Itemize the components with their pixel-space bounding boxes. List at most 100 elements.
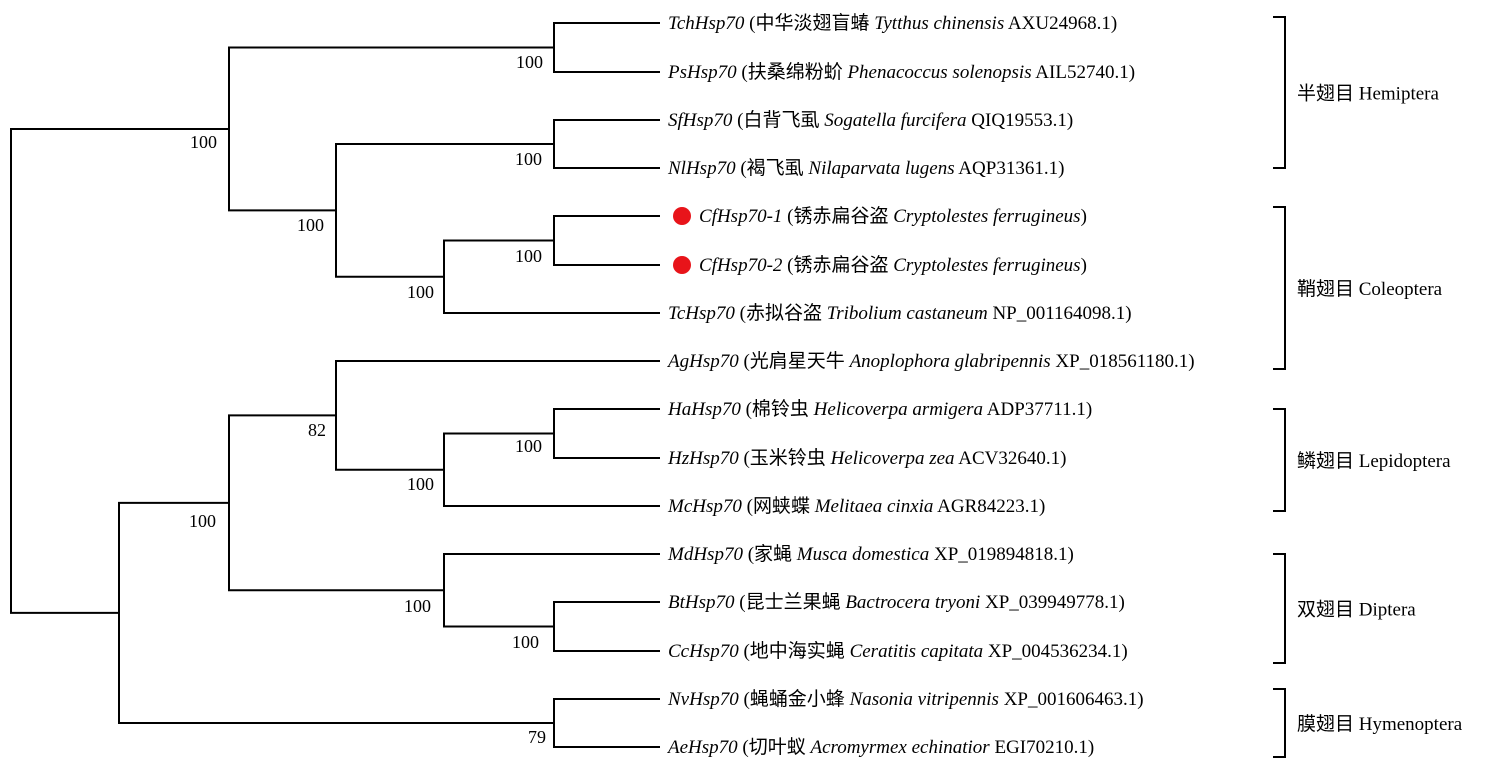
taxon-label: CfHsp70-2 (锈赤扁谷盗 Cryptolestes ferrugineu… xyxy=(699,254,1087,276)
species-name: Bactrocera tryoni xyxy=(845,592,980,613)
bootstrap-value: 100 xyxy=(407,474,434,494)
species-name: Cryptolestes ferrugineus xyxy=(893,206,1080,227)
species-name: Sogatella furcifera xyxy=(824,110,966,131)
gene-name: TcHsp70 xyxy=(668,303,735,324)
species-name: Tribolium castaneum xyxy=(827,303,988,324)
bootstrap-value: 100 xyxy=(190,132,217,152)
bootstrap-value: 100 xyxy=(516,52,543,72)
taxon-label: MdHsp70 (家蝇 Musca domestica XP_019894818… xyxy=(667,543,1074,565)
bootstrap-value: 100 xyxy=(297,215,324,235)
gene-name: PsHsp70 xyxy=(667,62,737,83)
bootstrap-value: 100 xyxy=(404,596,431,616)
species-name: Melitaea cinxia xyxy=(814,496,934,517)
accession: ) xyxy=(1081,206,1087,227)
bootstrap-value: 79 xyxy=(528,727,546,747)
bootstrap-value: 82 xyxy=(308,420,326,440)
taxon-label: PsHsp70 (扶桑绵粉蚧 Phenacoccus solenopsis AI… xyxy=(667,61,1135,83)
branch-n13 xyxy=(553,698,660,748)
bootstrap-value: 100 xyxy=(407,282,434,302)
species-name: Nilaparvata lugens xyxy=(807,158,954,179)
branch-n9 xyxy=(335,360,660,471)
target-gene-dot xyxy=(673,256,691,274)
species-name: Helicoverpa zea xyxy=(830,448,955,469)
species-name: Phenacoccus solenopsis xyxy=(846,62,1031,83)
gene-name: NvHsp70 xyxy=(667,689,739,710)
gene-name: CfHsp70-2 xyxy=(699,255,783,276)
order-bracket xyxy=(1273,688,1286,758)
gene-name: NlHsp70 xyxy=(667,158,736,179)
accession: AXU24968.1) xyxy=(1004,13,1117,34)
taxon-label: BtHsp70 (昆士兰果蝇 Bactrocera tryoni XP_0399… xyxy=(668,591,1125,613)
accession: QIQ19553.1) xyxy=(967,110,1074,131)
order-bracket xyxy=(1273,206,1286,370)
accession: ) xyxy=(1081,255,1087,276)
taxon-label: HaHsp70 (棉铃虫 Helicoverpa armigera ADP377… xyxy=(667,398,1092,420)
taxon-label: SfHsp70 (白背飞虱 Sogatella furcifera QIQ195… xyxy=(668,109,1073,131)
accession: AGR84223.1) xyxy=(933,496,1045,517)
gene-name: AeHsp70 xyxy=(666,737,738,758)
accession: ACV32640.1) xyxy=(955,448,1067,469)
branch-n2 xyxy=(553,119,660,169)
order-bracket xyxy=(1273,553,1286,664)
branch-n8 xyxy=(443,432,660,507)
accession: AQP31361.1) xyxy=(955,158,1065,179)
branch-n1 xyxy=(553,22,660,73)
order-bracket xyxy=(1273,16,1286,169)
branch-n6 xyxy=(228,46,554,212)
species-name: Ceratitis capitata xyxy=(850,641,984,662)
bootstrap-value: 100 xyxy=(515,436,542,456)
gene-name: HaHsp70 xyxy=(667,399,741,420)
branch-n7 xyxy=(553,408,660,459)
branch-n14 xyxy=(118,501,554,724)
gene-name: TchHsp70 xyxy=(668,13,745,34)
taxon-label: CfHsp70-1 (锈赤扁谷盗 Cryptolestes ferrugineu… xyxy=(699,205,1087,227)
taxon-label: McHsp70 (网蛱蝶 Melitaea cinxia AGR84223.1) xyxy=(667,495,1045,517)
order-label: 膜翅目 Hymenoptera xyxy=(1297,713,1463,735)
taxon-label: NlHsp70 (褐飞虱 Nilaparvata lugens AQP31361… xyxy=(667,157,1064,179)
accession: XP_018561180.1) xyxy=(1051,351,1195,372)
gene-name: SfHsp70 xyxy=(668,110,733,131)
species-name: Musca domestica xyxy=(796,544,929,565)
tree-branches xyxy=(10,22,660,748)
order-label: 鞘翅目 Coleoptera xyxy=(1297,278,1443,300)
bootstrap-value: 100 xyxy=(515,149,542,169)
accession: NP_001164098.1) xyxy=(988,303,1132,324)
taxon-labels: TchHsp70 (中华淡翅盲蝽 Tytthus chinensis AXU24… xyxy=(666,12,1195,758)
species-name: Nasonia vitripennis xyxy=(849,689,999,710)
gene-name: MdHsp70 xyxy=(667,544,743,565)
branch-n10 xyxy=(553,601,660,652)
gene-name: HzHsp70 xyxy=(667,448,739,469)
bootstrap-value: 100 xyxy=(189,511,216,531)
target-gene-dot xyxy=(673,207,691,225)
accession: XP_004536234.1) xyxy=(983,641,1128,662)
bootstrap-value: 100 xyxy=(515,246,542,266)
gene-name: AgHsp70 xyxy=(666,351,739,372)
branch-n4 xyxy=(443,239,660,314)
accession: EGI70210.1) xyxy=(990,737,1094,758)
taxon-label: TcHsp70 (赤拟谷盗 Tribolium castaneum NP_001… xyxy=(668,302,1132,324)
target-gene-markers xyxy=(673,207,691,274)
order-label: 半翅目 Hemiptera xyxy=(1297,83,1440,105)
taxon-label: HzHsp70 (玉米铃虫 Helicoverpa zea ACV32640.1… xyxy=(667,447,1066,469)
species-name: Cryptolestes ferrugineus xyxy=(893,255,1080,276)
accession: AIL52740.1) xyxy=(1032,62,1135,83)
taxon-label: AgHsp70 (光肩星天牛 Anoplophora glabripennis … xyxy=(666,350,1195,372)
species-name: Helicoverpa armigera xyxy=(813,399,983,420)
order-label: 双翅目 Diptera xyxy=(1297,599,1416,621)
gene-name: CfHsp70-1 xyxy=(699,206,782,227)
accession: ADP37711.1) xyxy=(983,399,1092,420)
taxon-label: AeHsp70 (切叶蚁 Acromyrmex echinatior EGI70… xyxy=(666,736,1094,758)
gene-name: McHsp70 xyxy=(667,496,742,517)
order-bracket xyxy=(1273,408,1286,512)
gene-name: CcHsp70 xyxy=(668,641,739,662)
gene-name: BtHsp70 xyxy=(668,592,735,613)
accession: XP_001606463.1) xyxy=(999,689,1144,710)
branch-n11 xyxy=(443,553,660,628)
branch-n3 xyxy=(553,215,660,266)
species-name: Anoplophora glabripennis xyxy=(848,351,1051,372)
accession: XP_039949778.1) xyxy=(980,592,1125,613)
species-name: Tytthus chinensis xyxy=(874,13,1004,34)
